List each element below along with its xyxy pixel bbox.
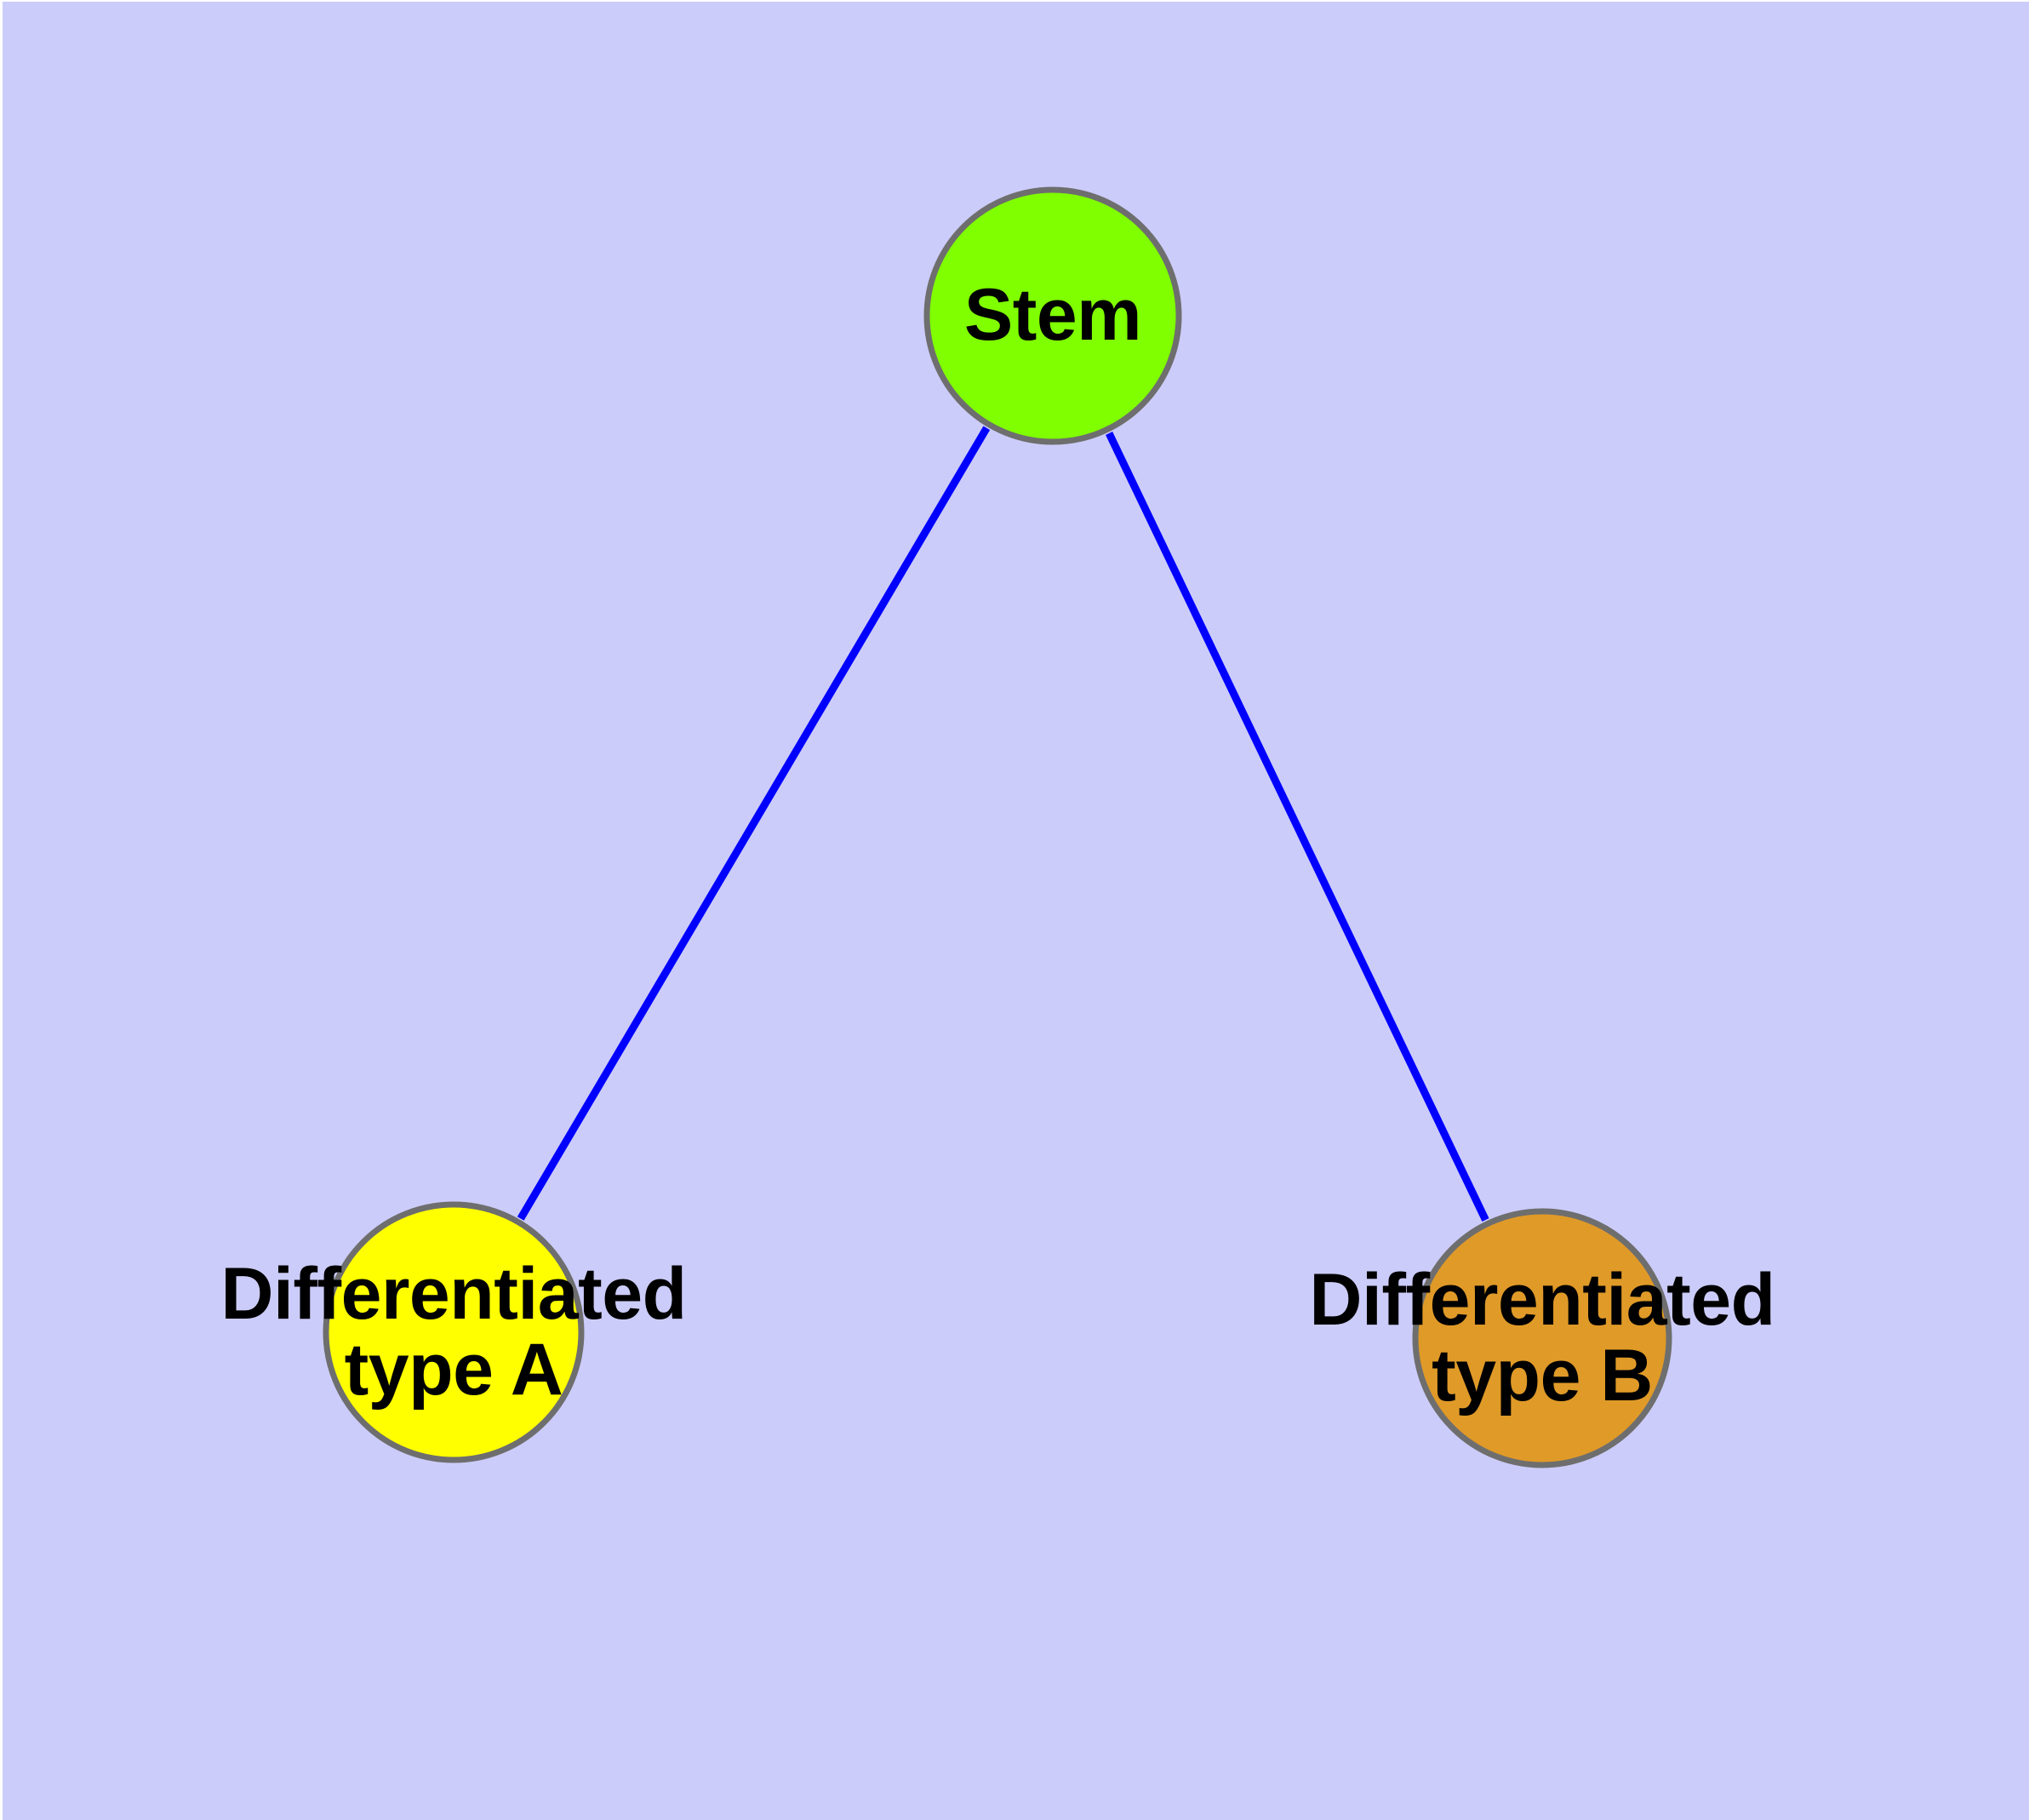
edge-layer	[517, 426, 1489, 1222]
node-differentiated-type-b[interactable]	[1412, 1208, 1672, 1468]
node-differentiated-type-a[interactable]	[323, 1201, 585, 1463]
edge-stem-to-differentiated-type-b	[1106, 432, 1489, 1222]
node-layer	[323, 186, 1672, 1468]
node-stem[interactable]	[923, 186, 1182, 445]
edge-stem-to-differentiated-type-a	[517, 426, 991, 1221]
